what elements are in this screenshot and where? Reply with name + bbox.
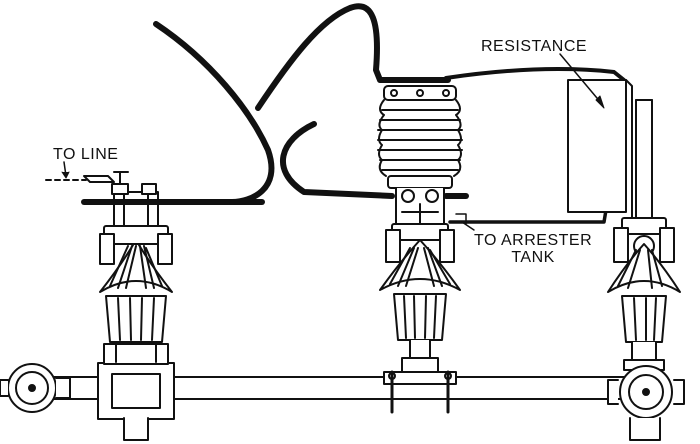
left-pipe-clamp <box>0 363 71 413</box>
resistance-lead <box>444 67 626 82</box>
to-arrester-label-line2: TANK <box>511 249 555 266</box>
to-arrester-tank-label: TO ARRESTER TANK <box>474 232 592 266</box>
arcing-horns <box>153 3 451 205</box>
to-line-lead <box>45 161 115 183</box>
resistance-unit <box>559 53 653 221</box>
left-insulator-station <box>97 171 175 441</box>
right-pipe-clamp <box>607 365 685 441</box>
to-arrester-label-line1: TO ARRESTER <box>474 232 593 249</box>
right-insulator-station <box>607 217 681 371</box>
to-line-label: TO LINE <box>53 146 119 163</box>
center-insulator-station <box>377 85 608 414</box>
resistance-label: RESISTANCE <box>481 38 588 55</box>
